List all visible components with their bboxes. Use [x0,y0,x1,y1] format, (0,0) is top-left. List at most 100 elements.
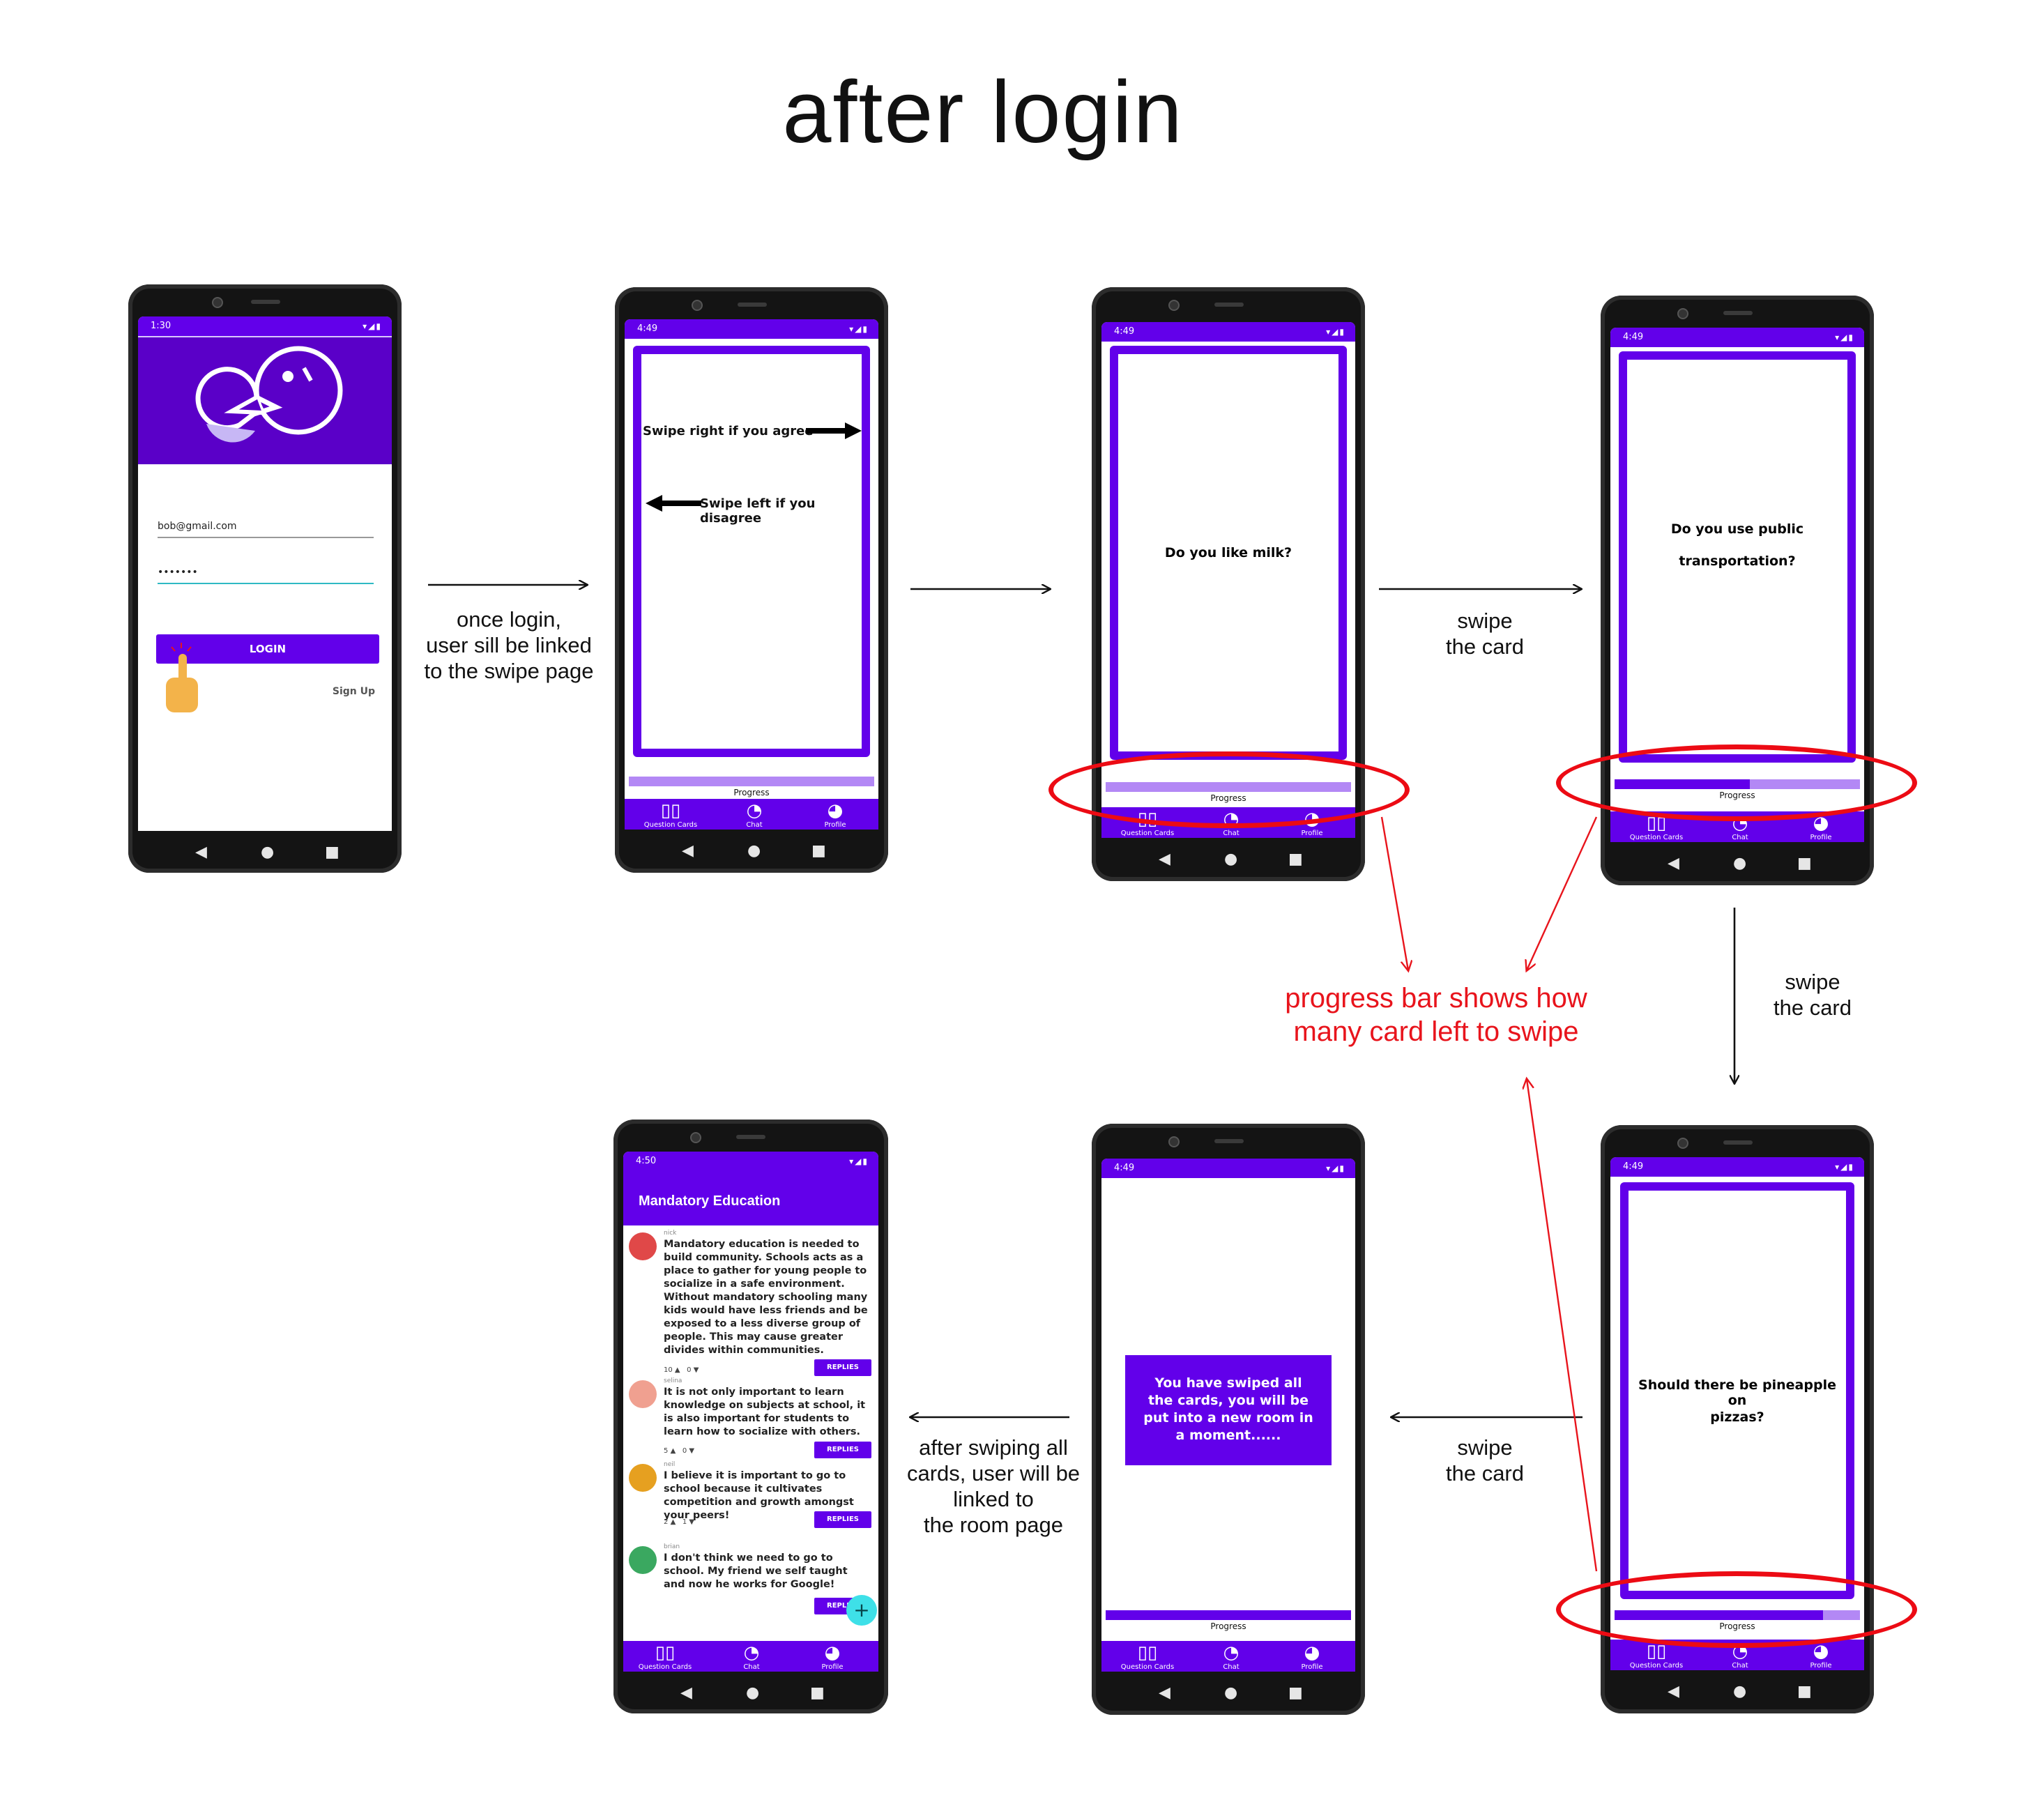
red-arrow-from-pizza [1527,1079,1598,1572]
annotation-login-to-swipe: once login, user sill be linked to the s… [424,607,594,683]
question-card[interactable]: Do you use public transportation? [1619,351,1856,763]
question-text-line1: Do you use public [1670,521,1804,537]
system-nav: ◀●■ [682,842,826,860]
room-title: Mandatory Education [639,1193,781,1209]
nav-chat[interactable]: ◔Chat [1189,1642,1273,1671]
profile-icon: ◕ [1304,1642,1320,1663]
room-screen: 4:50▾◢▮ Mandatory Education nick Mandato… [623,1152,878,1672]
vote-counts: 2 ▲ 1 ▼ [664,1518,695,1526]
password-field[interactable]: ••••••• [158,562,374,584]
nav-question-cards[interactable]: ▯▯Question Cards [629,800,712,829]
comment-text: I don't think we need to go to school. M… [664,1552,848,1590]
nav-profile[interactable]: ◕Profile [791,1642,874,1671]
red-arrow-from-milk [1380,816,1408,970]
comment-text: Mandatory education is needed to build c… [664,1239,868,1356]
nav-question-cards[interactable]: ▯▯Question Cards [1106,1642,1189,1671]
replies-button[interactable]: REPLIES [814,1511,871,1528]
annotation-swipe-card-3: swipe the card [1445,1435,1524,1485]
bottom-nav: ▯▯Question Cards ◔Chat ◕Profile [1101,1641,1355,1672]
phone-login: 1:30▾◢▮ bob@gmail.com ••••••• LOGIN Sign… [128,284,402,873]
status-time: 4:49 [1114,1163,1135,1173]
email-field[interactable]: bob@gmail.com [158,516,374,538]
phone-intro: 4:49▾◢▮ Swipe right if you agree Swipe l… [615,287,888,873]
question-card[interactable]: Should there be pineapple on pizzas? [1620,1182,1854,1599]
system-nav: ◀●■ [195,843,340,861]
intro-card[interactable]: Swipe right if you agree Swipe left if y… [633,346,870,757]
avatar [629,1464,657,1492]
thumb-down-icon: ▼ [693,1366,699,1374]
system-nav: ◀●■ [680,1684,825,1702]
room-header [623,1171,878,1225]
vote-counts: 5 ▲ 0 ▼ [664,1447,695,1455]
login-screen: 1:30▾◢▮ bob@gmail.com ••••••• LOGIN Sign… [138,316,392,831]
chat-icon: ◔ [746,800,763,821]
chat-icon: ◔ [1223,1642,1240,1663]
intro-screen: 4:49▾◢▮ Swipe right if you agree Swipe l… [625,319,878,830]
signup-link[interactable]: Sign Up [332,686,375,697]
profile-icon: ◕ [1813,813,1829,834]
comment-item: brian I don't think we need to go to sch… [626,1543,876,1614]
red-arrow-from-transport [1527,816,1598,970]
system-nav: ◀●■ [1668,855,1812,872]
diagram-title: after login [782,63,1184,161]
done-screen: 4:49▾◢▮ You have swiped all the cards, y… [1101,1159,1355,1672]
thumb-up-icon: ▲ [674,1366,680,1374]
thumb-down-icon: ▼ [689,1518,695,1526]
phone-room: 4:50▾◢▮ Mandatory Education nick Mandato… [613,1120,888,1713]
replies-button[interactable]: REPLIES [814,1359,871,1376]
comment-item: nick Mandatory education is needed to bu… [626,1230,876,1390]
nav-profile[interactable]: ◕Profile [1779,1641,1863,1670]
progress-label: Progress [1210,1621,1246,1631]
chat-icon: ◔ [743,1642,760,1663]
arrow-left-icon [646,495,701,512]
login-header [138,336,392,464]
status-time: 4:49 [637,323,658,334]
annotation-swipe-card-2: swipe the card [1773,970,1852,1020]
comment-user: brian [664,1543,680,1550]
annotation-progress-note: progress bar shows how many card left to… [1285,983,1587,1047]
login-button[interactable]: LOGIN [156,634,379,664]
highlight-ellipse-transport [1556,744,1917,821]
nav-profile[interactable]: ◕Profile [793,800,877,829]
nav-profile[interactable]: ◕Profile [1779,813,1863,841]
nav-profile[interactable]: ◕Profile [1270,1642,1354,1671]
swipe-left-text: Swipe left if you disagree [700,496,816,526]
system-nav: ◀●■ [1668,1683,1812,1700]
profile-icon: ◕ [827,800,844,821]
bottom-nav: ▯▯Question Cards ◔Chat ◕Profile [625,799,878,830]
highlight-ellipse-milk [1048,751,1410,828]
annotation-swipe-card-1: swipe the card [1445,609,1524,659]
replies-button[interactable]: REPLIES [814,1442,871,1458]
avatar [629,1546,657,1574]
profile-icon: ◕ [1813,1641,1829,1662]
status-time: 4:49 [1623,332,1644,342]
highlight-ellipse-pizza [1556,1571,1917,1648]
profile-icon: ◕ [824,1642,841,1663]
comment-user: selina [664,1377,682,1384]
comment-user: neil [664,1461,676,1468]
status-time: 4:49 [1623,1161,1644,1172]
arrow-right-icon [806,422,862,439]
system-nav: ◀●■ [1159,1684,1303,1702]
done-message-box [1125,1355,1332,1465]
thumb-up-icon: ▲ [670,1518,676,1526]
phone-done: 4:49▾◢▮ You have swiped all the cards, y… [1092,1124,1365,1715]
nav-chat[interactable]: ◔Chat [712,800,796,829]
add-fab[interactable]: + [846,1595,877,1626]
progress-label: Progress [733,788,770,797]
progress-bar [1106,1610,1351,1620]
nav-question-cards[interactable]: ▯▯Question Cards [623,1642,707,1671]
vote-counts: 10 ▲ 0 ▼ [664,1366,699,1374]
nav-chat[interactable]: ◔Chat [710,1642,793,1671]
question-card[interactable]: Do you like milk? [1110,346,1347,760]
comment-text: It is not only important to learn knowle… [664,1387,866,1437]
comment-user: nick [664,1230,677,1237]
question-text-line2: pizzas? [1710,1410,1764,1425]
bottom-nav: ▯▯Question Cards ◔Chat ◕Profile [623,1641,878,1672]
status-time: 4:49 [1114,326,1135,337]
thumb-down-icon: ▼ [689,1447,695,1455]
cards-icon: ▯▯ [660,800,681,821]
avatar [629,1380,657,1408]
system-nav: ◀●■ [1159,850,1303,868]
comment-item: neil I believe it is important to go to … [626,1461,876,1545]
